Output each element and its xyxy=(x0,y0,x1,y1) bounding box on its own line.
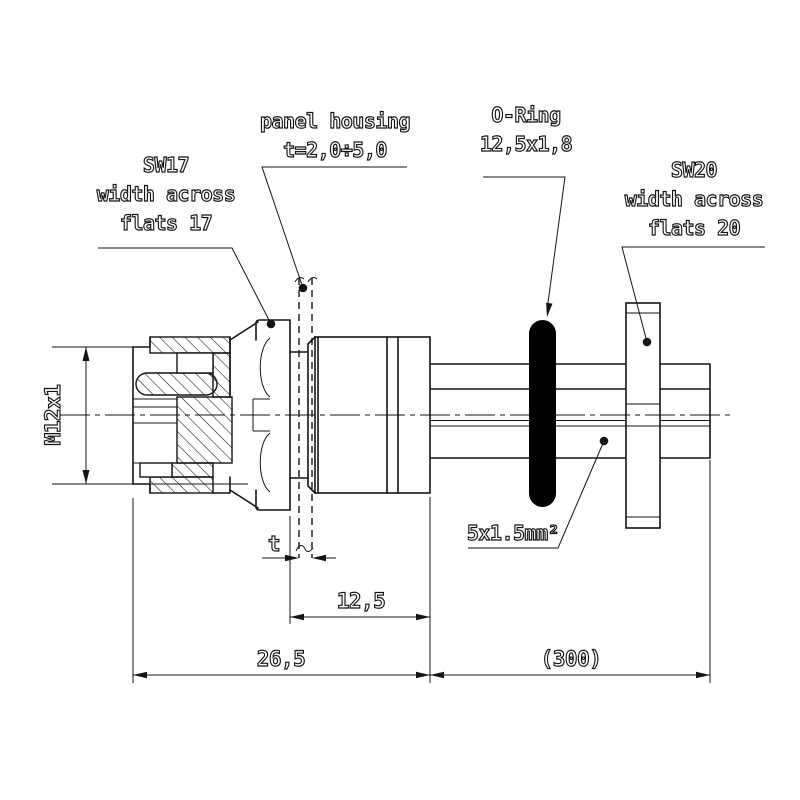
cable-outline xyxy=(429,363,711,459)
dim125-label: 12,5 xyxy=(337,589,386,613)
dim265-extension-lines xyxy=(132,497,431,683)
dim300-label: (300) xyxy=(541,647,602,671)
dim300-arrow-left xyxy=(430,671,444,679)
dimension-t xyxy=(262,516,336,624)
cable-label: 5x1.5mm² xyxy=(467,521,559,545)
nut17-bottom-edge xyxy=(255,506,291,511)
cable-core-lines xyxy=(430,420,710,427)
m12-arrow-bottom xyxy=(82,470,90,484)
section-contact-carrier xyxy=(135,372,218,396)
bore-outline xyxy=(133,397,213,464)
sw20-label-line1: SW20 xyxy=(671,158,717,182)
cable-leader-dot xyxy=(599,436,609,446)
contact-window-bottom xyxy=(139,462,173,478)
thread-profile-lines xyxy=(133,398,177,424)
sw20-leader-dot xyxy=(642,337,652,347)
sw17-leader-line xyxy=(98,247,272,325)
oring-label-line1: O-Ring xyxy=(491,103,560,127)
dimension-300 xyxy=(430,460,711,683)
dim265-arrow-left xyxy=(133,671,147,679)
oring-label-line2: 12,5x1,8 xyxy=(480,132,572,156)
leader-panel xyxy=(261,166,407,293)
t-arrow-left xyxy=(285,554,299,562)
panel-leader-dot xyxy=(298,283,308,293)
panel-housing-lines xyxy=(294,277,318,558)
sw20-leader-line xyxy=(621,246,765,343)
panel-label-line1: panel housing xyxy=(260,109,410,133)
contact-window-top xyxy=(176,352,214,374)
section-core-block xyxy=(176,396,233,464)
section-strip-bottom xyxy=(171,462,214,478)
dimension-26-5 xyxy=(132,497,431,683)
sw17-label-line1: SW17 xyxy=(143,153,189,177)
leader-oring xyxy=(483,176,566,317)
dim125-arrow-right xyxy=(416,613,430,621)
cone-transition xyxy=(229,321,259,509)
sw17-leader-dot xyxy=(266,319,276,329)
nut17-chamfer-arc-top xyxy=(259,337,271,398)
connector-cross-section xyxy=(132,321,259,509)
leader-sw20 xyxy=(621,246,765,347)
nut17-chamfer-arc-bottom xyxy=(259,432,271,493)
panel-label-line2: t=2,0÷5,0 xyxy=(283,138,387,162)
dim125-arrow-left xyxy=(290,613,304,621)
sw17-label-line3: flats 17 xyxy=(120,211,212,235)
panel-thickness-label: t xyxy=(268,532,280,556)
dim265-arrow-right xyxy=(416,671,430,679)
dimension-m12 xyxy=(52,346,248,485)
leader-sw17 xyxy=(98,247,276,329)
m12-arrow-top xyxy=(82,347,90,361)
sw20-label-line3: flats 20 xyxy=(648,216,740,240)
panel-thickness-squiggle xyxy=(295,545,314,552)
leader-cable xyxy=(468,436,609,549)
section-top-band xyxy=(149,336,231,354)
sw20-label-line2: width across xyxy=(625,187,764,211)
panel-dashed-lines xyxy=(298,278,313,558)
thread-dimension-label: M12x1 xyxy=(41,385,65,446)
thread-stub-top-edge xyxy=(132,336,151,348)
cable xyxy=(429,363,711,459)
m12-extension-lines xyxy=(52,346,248,485)
annotations: SW17 width across flats 17 panel housing… xyxy=(40,102,764,671)
dim300-arrow-right xyxy=(696,671,710,679)
dim265-label: 26,5 xyxy=(257,647,306,671)
section-bottom-band xyxy=(149,476,214,494)
oring-leader-line xyxy=(483,176,566,311)
panel-leader-line xyxy=(261,166,407,289)
cable-leader-line xyxy=(468,440,605,549)
nut20-chamfer-lines xyxy=(626,312,660,518)
o-ring xyxy=(529,320,556,507)
sw17-label-line2: width across xyxy=(97,182,236,206)
t-arrow-right xyxy=(312,554,326,562)
thread-stub-bottom-edge xyxy=(132,483,151,494)
dimension-12-5 xyxy=(290,613,430,621)
oring-leader-arrow xyxy=(546,302,553,317)
